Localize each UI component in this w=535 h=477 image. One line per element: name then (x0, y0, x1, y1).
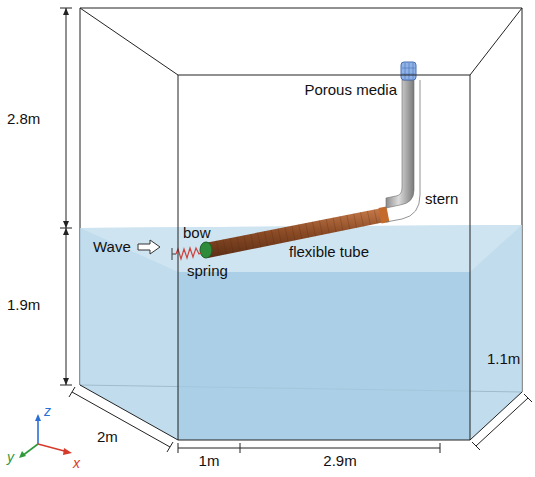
dimension-label: 1.1m (486, 350, 521, 367)
axis-label: x (72, 455, 81, 472)
dimension-label: 2m (96, 428, 119, 445)
part-label: bow (182, 224, 212, 241)
dimension-label: 2.8m (6, 110, 41, 127)
part-label: flexible tube (288, 243, 370, 260)
dimension-label: 1m (198, 452, 221, 469)
part-label: spring (186, 262, 229, 279)
dimension-label: 1.9m (6, 296, 41, 313)
part-label: Wave (92, 238, 132, 255)
axis-label: y (6, 449, 15, 466)
axis-label: z (43, 403, 52, 420)
part-label: Porous media (303, 81, 398, 98)
part-label: stern (424, 190, 459, 207)
dimension-label: 2.9m (322, 452, 357, 469)
